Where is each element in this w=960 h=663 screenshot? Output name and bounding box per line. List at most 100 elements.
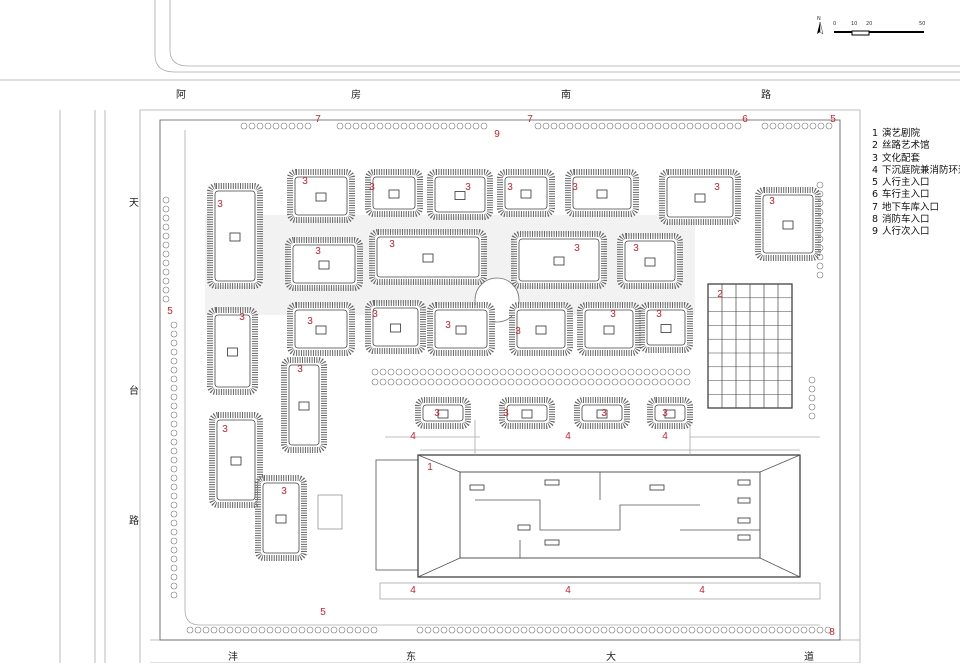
tree [170,519,178,527]
scale-tick: 50 [919,21,925,27]
tree [769,122,777,130]
tree [202,626,210,634]
tree [344,122,352,130]
plan-marker: 3 [315,246,321,257]
road-char: 房 [351,88,361,101]
tree [354,626,362,634]
tree [662,122,670,130]
road-char: 东 [406,650,416,663]
tree [395,368,403,376]
tree [611,378,619,386]
tree [298,626,306,634]
tree [808,403,816,411]
tree [424,626,432,634]
tree [563,378,571,386]
tree [576,626,584,634]
tree [646,122,654,130]
tree [627,368,635,376]
tree [726,122,734,130]
tree [411,378,419,386]
tree [456,626,464,634]
tree [170,456,178,464]
art-museum [707,283,793,409]
plan-marker: 9 [494,129,500,140]
tree [624,626,632,634]
road-name-south: 沣 东 大 道 [228,650,814,663]
tree [264,122,272,130]
tree [600,626,608,634]
tree [566,122,574,130]
tree [162,295,170,303]
tree [467,368,475,376]
tree [218,626,226,634]
tree [314,626,322,634]
tree [816,181,824,189]
tree [568,626,576,634]
tree [242,626,250,634]
plan-marker: 4 [410,431,416,442]
road-char: 天 [129,198,139,209]
tree [595,378,603,386]
tree [560,626,568,634]
tree [435,378,443,386]
tree [240,122,248,130]
tree [630,122,638,130]
tree [622,122,630,130]
tree [290,626,298,634]
tree [408,122,416,130]
plan-marker: 6 [742,114,748,125]
tree [210,626,218,634]
tree [816,626,824,634]
tree [619,378,627,386]
tree [808,626,816,634]
tree [170,483,178,491]
plan-marker: 4 [565,585,571,596]
tree [170,402,178,410]
tree [280,122,288,130]
tree [330,626,338,634]
tree [194,626,202,634]
tree [792,626,800,634]
tree [515,368,523,376]
tree [336,122,344,130]
tree [170,411,178,419]
tree [274,626,282,634]
tree [456,122,464,130]
tree [427,378,435,386]
tree [614,122,622,130]
tree [675,378,683,386]
scale-tick: 10 [851,21,857,27]
tree [170,528,178,536]
tree [744,626,752,634]
tree [552,626,560,634]
tree [346,626,354,634]
cultural-buildings [207,169,821,561]
tree [520,626,528,634]
tree [608,626,616,634]
tree [736,626,744,634]
tree [643,378,651,386]
tree [627,378,635,386]
plan-marker: 3 [507,182,513,193]
tree [512,626,520,634]
tree [547,378,555,386]
tree [162,232,170,240]
plan-marker: 4 [565,431,571,442]
tree [720,626,728,634]
tree [162,250,170,258]
tree [793,122,801,130]
road-char: 阿 [176,89,186,101]
tree [816,262,824,270]
tree [170,384,178,392]
tree [582,122,590,130]
tree [472,122,480,130]
tree [777,122,785,130]
tree [656,626,664,634]
road-char: 沣 [228,651,238,663]
tree [635,368,643,376]
tree [170,582,178,590]
tree [162,277,170,285]
tree [801,122,809,130]
